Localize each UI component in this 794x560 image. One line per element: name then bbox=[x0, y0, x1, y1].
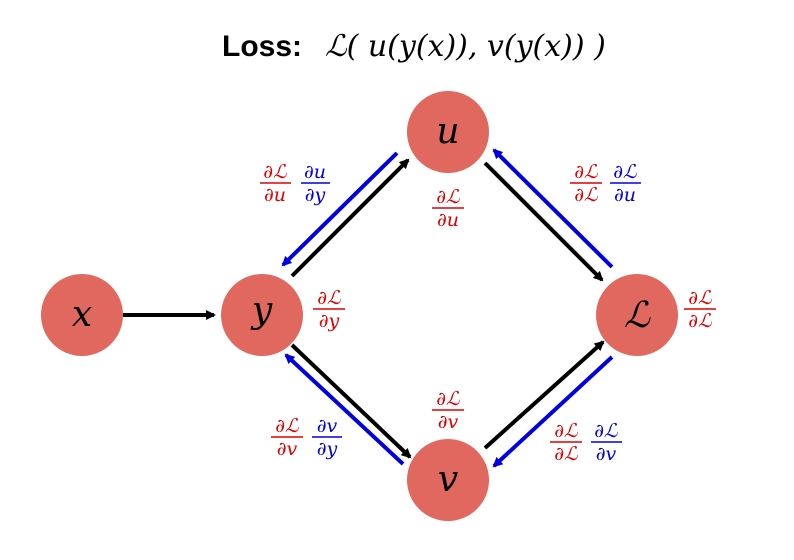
grad-edge-L-to-v bbox=[492, 355, 614, 468]
frac-num: ∂u bbox=[304, 161, 326, 183]
frac-num: ∂ℒ bbox=[436, 186, 461, 208]
node-u-label: u bbox=[436, 111, 459, 152]
frac-den: ∂v bbox=[438, 411, 459, 433]
node-y-circle bbox=[221, 274, 303, 356]
node-v-circle bbox=[407, 439, 489, 521]
node-x: x bbox=[41, 274, 123, 356]
node-u: u bbox=[407, 91, 489, 173]
frac-den: ∂y bbox=[317, 438, 338, 460]
edge-y-to-v bbox=[290, 343, 412, 459]
grad-label-lower-right: ∂ℒ ∂ℒ ∂ℒ ∂v bbox=[550, 420, 622, 465]
node-x-label: x bbox=[72, 294, 92, 335]
frac-den: ∂v bbox=[277, 438, 298, 460]
frac-den: ∂ℒ bbox=[554, 443, 579, 465]
frac-num: ∂ℒ bbox=[613, 161, 638, 183]
frac-den: ∂ℒ bbox=[574, 184, 599, 206]
edge-v-to-L bbox=[483, 340, 605, 450]
node-x-circle bbox=[41, 274, 123, 356]
grad-edge-v-to-y bbox=[284, 353, 405, 466]
frac-den: ∂u bbox=[614, 184, 636, 206]
grad-label-y: ∂ℒ ∂y bbox=[313, 287, 345, 332]
node-L-label: ℒ bbox=[624, 295, 651, 336]
frac-num: ∂ℒ bbox=[554, 420, 579, 442]
frac-den: ∂y bbox=[305, 184, 326, 206]
frac-den: ∂ℒ bbox=[688, 310, 713, 332]
grad-label-L: ∂ℒ ∂ℒ bbox=[684, 287, 716, 332]
frac-den: ∂u bbox=[437, 209, 459, 231]
node-L-circle bbox=[596, 274, 678, 356]
grad-edge-u-to-y bbox=[281, 151, 399, 267]
node-L: ℒ bbox=[596, 274, 678, 356]
grad-label-upper-left: ∂ℒ ∂u ∂u ∂y bbox=[260, 161, 330, 206]
node-y-label: y bbox=[250, 290, 273, 331]
frac-den: ∂y bbox=[319, 310, 340, 332]
frac-num: ∂ℒ bbox=[594, 420, 619, 442]
node-u-circle bbox=[407, 91, 489, 173]
title-formula: ℒ( u(y(x)), v(y(x)) ) bbox=[325, 29, 606, 64]
frac-num: ∂ℒ bbox=[317, 287, 342, 309]
title-label: Loss: bbox=[222, 30, 302, 63]
grad-label-v: ∂ℒ ∂v bbox=[432, 388, 464, 433]
edge-u-to-L bbox=[483, 161, 604, 282]
node-y: y bbox=[221, 274, 303, 356]
grad-label-u: ∂ℒ ∂u bbox=[432, 186, 464, 231]
edge-y-to-u bbox=[290, 158, 410, 278]
frac-den: ∂u bbox=[264, 184, 286, 206]
frac-num: ∂ℒ bbox=[436, 388, 461, 410]
node-v-label: v bbox=[438, 459, 458, 500]
grad-label-upper-right: ∂ℒ ∂ℒ ∂ℒ ∂u bbox=[570, 161, 641, 206]
frac-num: ∂ℒ bbox=[574, 161, 599, 183]
frac-num: ∂v bbox=[317, 415, 338, 437]
frac-num: ∂ℒ bbox=[688, 287, 713, 309]
frac-num: ∂ℒ bbox=[263, 161, 288, 183]
frac-num: ∂ℒ bbox=[275, 415, 300, 437]
grad-label-lower-left: ∂ℒ ∂v ∂v ∂y bbox=[271, 415, 342, 460]
grad-edge-L-to-u bbox=[492, 148, 614, 269]
frac-den: ∂v bbox=[596, 443, 617, 465]
node-v: v bbox=[407, 439, 489, 521]
